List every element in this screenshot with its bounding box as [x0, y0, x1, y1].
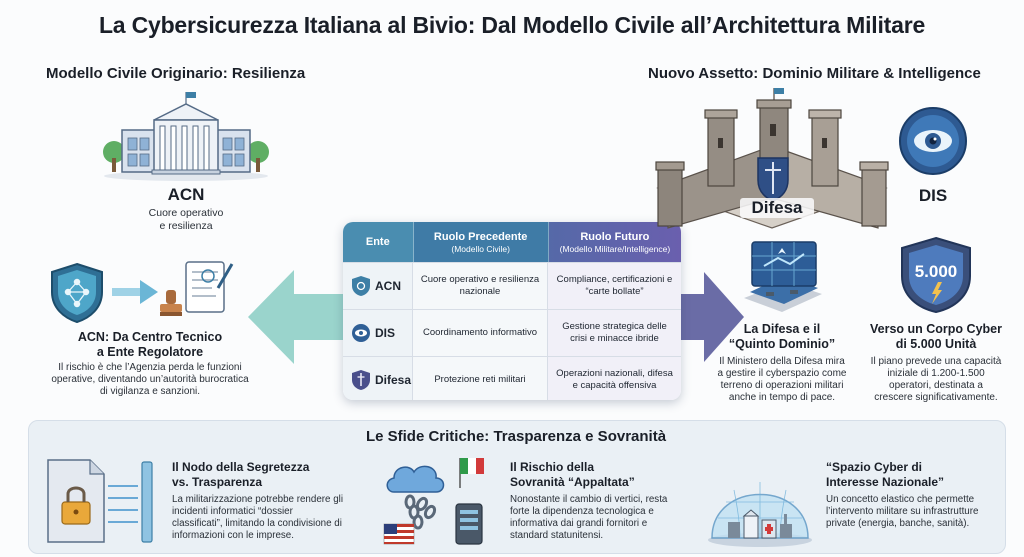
quinto-desc-3: terreno di operazioni militari — [720, 380, 844, 391]
acn-label: ACN — [167, 185, 205, 204]
cloud-dependency-icon — [383, 458, 484, 545]
quinto-title-1: La Difesa e il — [743, 322, 821, 336]
corpo-title-1: Verso un Corpo Cyber — [870, 322, 1002, 336]
card1-title-2: vs. Trasparenza — [172, 475, 263, 489]
card1-desc-1: La militarizzazione potrebbe rendere gli — [172, 494, 343, 505]
regulator-title-1: ACN: Da Centro Tecnico — [77, 330, 223, 344]
row-entity: DIS — [343, 310, 413, 356]
shield-network-icon — [51, 262, 103, 324]
header-fut: Ruolo Futuro(Modello Militare/Intelligen… — [548, 222, 681, 262]
row-entity: ACN — [343, 263, 413, 309]
row-prev: Cuore operativo e resilienza nazionale — [413, 263, 548, 309]
corpo-cyber-badge-icon — [901, 236, 971, 314]
page-title: La Cybersicurezza Italiana al Bivio: Dal… — [98, 12, 926, 38]
card3-desc-2: l’intervento militare su infrastrutture — [826, 506, 979, 517]
table-row: DIS Coordinamento informativo Gestione s… — [343, 309, 681, 356]
acn-subtitle-2: e resilienza — [159, 220, 213, 232]
card1-title-1: Il Nodo della Segretezza — [172, 460, 310, 474]
card2-desc-3: informativa dai grandi fornitori e — [510, 518, 648, 529]
dis-label: DIS — [918, 186, 948, 205]
government-building-icon — [103, 92, 269, 181]
corpo-desc-2: iniziale di 1.200-1.500 — [887, 368, 985, 379]
row-prev: Protezione reti militari — [413, 357, 548, 400]
fortress-icon — [655, 88, 889, 229]
regulator-desc-1: Il rischio è che l’Agenzia perda le funz… — [58, 362, 242, 373]
quinto-desc-2: a gestire il cyberspazio come — [717, 368, 847, 379]
corpo-desc-4: crescere significativamente. — [874, 392, 998, 403]
dis-eye-icon — [352, 324, 370, 342]
card1-desc-3: classificati”, limitando la condivisione… — [172, 518, 342, 529]
regulator-desc-3: di vigilanza e sanzioni. — [99, 386, 201, 397]
challenges-panel — [28, 420, 1006, 554]
roles-table: Ente Ruolo Precedente(Modello Civile) Ru… — [343, 222, 681, 400]
row-entity: Difesa — [343, 357, 413, 400]
header-ente: Ente — [343, 222, 414, 262]
challenges-title: Le Sfide Critiche: Trasparenza e Sovrani… — [365, 428, 667, 445]
card2-desc-2: forte la dipendenza tecnologica e — [510, 506, 654, 517]
left-section-title: Modello Civile Originario: Resilienza — [46, 65, 306, 82]
row-prev: Coordinamento informativo — [413, 310, 548, 356]
right-section-title: Nuovo Assetto: Dominio Militare & Intell… — [648, 65, 981, 82]
corpo-desc-1: Il piano prevede una capacità — [870, 356, 1002, 367]
document-stamp-icon — [160, 261, 234, 316]
cyber-dome-icon — [708, 482, 812, 547]
row-fut: Compliance, certificazioni e “carte boll… — [548, 263, 681, 309]
tactical-map-icon — [744, 241, 822, 312]
card3-desc-1: Un concetto elastico che permette — [826, 494, 975, 505]
dis-eye-large-icon — [899, 107, 967, 175]
header-prev: Ruolo Precedente(Modello Civile) — [413, 222, 549, 262]
card3-title-2: Interesse Nazionale” — [826, 475, 945, 489]
acn-subtitle-1: Cuore operativo — [148, 207, 224, 219]
difesa-label: Difesa — [740, 198, 814, 218]
card1-desc-2: incidenti informatici “dossier — [172, 506, 293, 517]
arrow-right-military — [676, 272, 744, 362]
card3-title-1: “Spazio Cyber di — [826, 460, 923, 474]
table-row: ACN Cuore operativo e resilienza naziona… — [343, 262, 681, 309]
arrow-left-civil — [248, 270, 348, 364]
card3-desc-3: private (energia, banche, sanità). — [826, 518, 970, 529]
row-fut: Gestione strategica delle crisi e minacc… — [548, 310, 681, 356]
card2-title-2: Sovranità “Appaltata” — [510, 475, 635, 489]
row-fut: Operazioni nazionali, difesa e capacità … — [548, 357, 681, 400]
quinto-desc-4: anche in tempo di pace. — [728, 392, 836, 403]
table-row: Difesa Protezione reti militari Operazio… — [343, 356, 681, 400]
quinto-desc-1: Il Ministero della Difesa mira — [719, 356, 845, 367]
card2-desc-1: Nonostante il cambio di vertici, resta — [510, 494, 668, 505]
transition-arrow-icon — [112, 280, 158, 304]
acn-shield-icon — [352, 276, 370, 296]
difesa-sword-shield-icon — [352, 370, 370, 390]
regulator-title-2: a Ente Regolatore — [96, 345, 204, 359]
card1-desc-4: informazioni con le imprese. — [172, 530, 294, 541]
card2-title-1: Il Rischio della — [510, 460, 595, 474]
table-header: Ente Ruolo Precedente(Modello Civile) Ru… — [343, 222, 681, 262]
classified-document-icon — [47, 459, 153, 543]
quinto-title-2: “Quinto Dominio” — [728, 337, 836, 351]
corpo-desc-3: operatori, destinata a — [889, 380, 983, 391]
corpo-badge-value: 5.000 — [914, 262, 958, 281]
card2-desc-4: standard statunitensi. — [510, 530, 604, 541]
regulator-desc-2: operative, diventando un’autorità burocr… — [51, 374, 249, 385]
corpo-title-2: di 5.000 Unità — [895, 337, 977, 351]
